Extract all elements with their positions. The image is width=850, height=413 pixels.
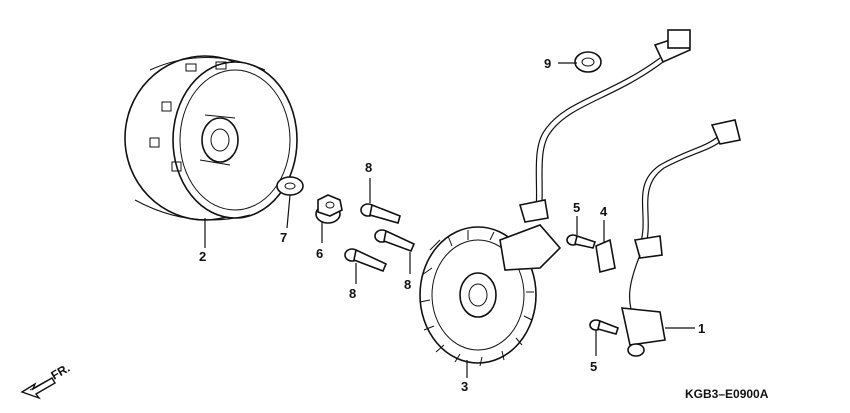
bolt-lower xyxy=(344,248,388,273)
wire-harness-lower xyxy=(629,119,741,321)
callout-5a: 5 xyxy=(573,200,580,215)
callout-8b: 8 xyxy=(404,277,411,292)
callout-5b: 5 xyxy=(590,359,597,374)
callout-3: 3 xyxy=(461,379,468,394)
pulse-generator xyxy=(620,307,666,357)
callout-9: 9 xyxy=(544,56,551,71)
flange-nut xyxy=(315,194,343,224)
washer xyxy=(276,176,304,196)
stator xyxy=(419,224,562,367)
leader-lines xyxy=(204,62,695,378)
callout-2: 2 xyxy=(199,249,206,264)
front-direction-arrow xyxy=(20,377,56,400)
bolt-middle xyxy=(374,229,416,253)
cable-clamp xyxy=(574,51,602,73)
bolt-upper xyxy=(360,203,401,224)
callout-4: 4 xyxy=(600,204,608,219)
callout-1: 1 xyxy=(698,321,705,336)
callout-7: 7 xyxy=(280,230,287,245)
wire-harness-upper xyxy=(518,29,691,223)
bracket xyxy=(595,238,616,274)
callout-8a: 8 xyxy=(365,160,372,175)
bolt-5-lower xyxy=(589,319,619,335)
bolt-5-upper xyxy=(566,234,597,249)
callout-6: 6 xyxy=(316,246,323,261)
flywheel-rotor xyxy=(124,55,298,221)
drawing-code: KGB3–E0900A xyxy=(685,387,769,401)
callout-8c: 8 xyxy=(349,286,356,301)
